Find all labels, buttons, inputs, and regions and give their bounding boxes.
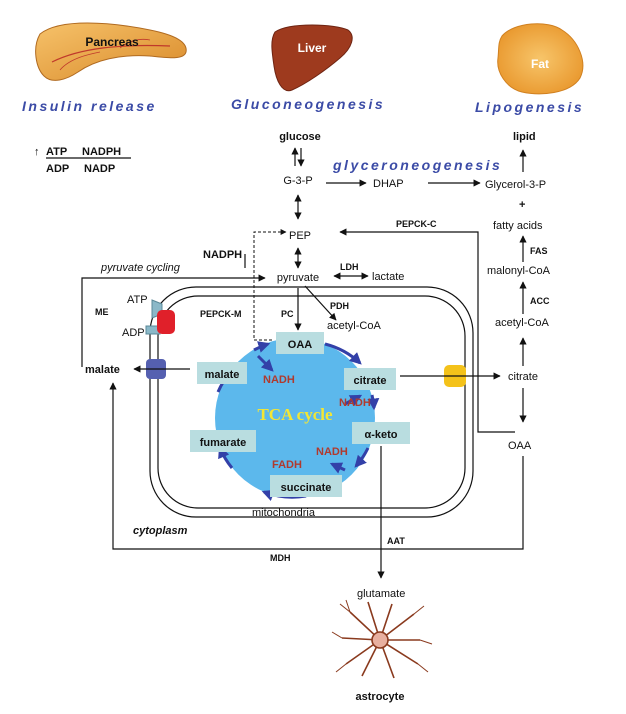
citrate-cyto-label: citrate	[508, 371, 538, 383]
me-label: ME	[95, 307, 109, 317]
fat-label: Fat	[531, 57, 549, 71]
pepck-c-label: PEPCK-C	[396, 219, 437, 229]
gluconeogenesis-title: Gluconeogenesis	[231, 96, 385, 112]
malonyl-coa-label: malonyl-CoA	[487, 265, 551, 277]
tca-alpha-keto: α-keto	[364, 429, 397, 441]
acc-label: ACC	[530, 296, 550, 306]
astrocyte-label: astrocyte	[356, 691, 405, 703]
cytoplasm-label: cytoplasm	[133, 525, 188, 537]
tca-malate-box	[197, 362, 247, 384]
mdh-label: MDH	[270, 553, 291, 563]
tca-cycle-title: TCA cycle	[257, 405, 333, 424]
tca-oaa: OAA	[288, 339, 313, 351]
tca-nadh-1: NADH	[263, 374, 295, 386]
dhap-label: DHAP	[373, 178, 404, 190]
tca-fumarate-box	[190, 430, 256, 452]
adp-label: ADP	[122, 327, 145, 339]
pancreas-label: Pancreas	[85, 35, 139, 49]
pepck-m-label: PEPCK-M	[200, 309, 242, 319]
lipid-label: lipid	[513, 131, 536, 143]
atp-adp-carrier	[157, 310, 175, 334]
fatty-acids-label: fatty acids	[493, 220, 543, 232]
oaa-cyto-label: OAA	[508, 440, 532, 452]
ratio-adp: ADP	[46, 163, 69, 175]
pyruvate-cycling-label: pyruvate cycling	[100, 262, 181, 274]
liver-label: Liver	[298, 41, 327, 55]
aat-label: AAT	[387, 536, 405, 546]
glutamate-label: glutamate	[357, 588, 405, 600]
lipogenesis-title: Lipogenesis	[475, 99, 584, 115]
liver-illustration: Liver	[271, 24, 353, 92]
insulin-release-title: Insulin release	[22, 98, 157, 114]
pepck-m-path	[253, 229, 287, 341]
lactate-label: lactate	[372, 271, 404, 283]
glyceroneogenesis-title: glyceroneogenesis	[332, 157, 502, 173]
ratio-nadph: NADPH	[82, 146, 121, 158]
tca-citrate: citrate	[353, 375, 386, 387]
mitochondria-label: mitochondria	[252, 507, 316, 519]
fat-illustration: Fat	[497, 23, 584, 95]
nadph-label: NADPH	[203, 249, 242, 261]
tca-fadh: FADH	[272, 459, 302, 471]
pc-label: PC	[281, 309, 294, 319]
plus-sign: +	[519, 199, 525, 211]
fas-label: FAS	[530, 246, 548, 256]
atp-label: ATP	[127, 294, 148, 306]
astrocyte-illustration	[331, 599, 433, 679]
malate-cyto-label: malate	[85, 364, 120, 376]
glucose-label: glucose	[279, 131, 321, 143]
ratio-atp: ATP	[46, 146, 67, 158]
pep-label: PEP	[289, 230, 311, 242]
ratio-up-arrow: ↑	[34, 146, 40, 158]
tca-nadh-2: NADH	[339, 397, 371, 409]
ratio-nadp: NADP	[84, 163, 115, 175]
tca-nadh-3: NADH	[316, 446, 348, 458]
tca-oaa-box	[276, 332, 324, 354]
tca-citrate-box	[344, 368, 396, 390]
tca-fumarate: fumarate	[200, 437, 246, 449]
pyruvate-label: pyruvate	[277, 272, 319, 284]
mitochondria-inner-membrane	[157, 295, 466, 509]
ldh-label: LDH	[340, 262, 359, 272]
adp-import-arrow	[145, 325, 161, 335]
tca-succinate: succinate	[281, 482, 332, 494]
tca-cycle-circle	[215, 338, 375, 498]
pancreas-illustration: Pancreas	[35, 22, 187, 81]
mitochondria-outer-membrane	[149, 286, 474, 518]
g3p-label: G-3-P	[283, 175, 312, 187]
atp-nadph-ratio: ↑ ATP NADPH ADP NADP	[34, 146, 131, 175]
tca-succinate-box	[270, 475, 342, 497]
tca-malate: malate	[205, 369, 240, 381]
pdh-label: PDH	[330, 301, 349, 311]
acetyl-coa-mito-label: acetyl-CoA	[327, 320, 381, 332]
tca-alpha-keto-box	[352, 422, 410, 444]
acetyl-coa-cyto-label: acetyl-CoA	[495, 317, 549, 329]
glycerol-3-p-label: Glycerol-3-P	[485, 179, 546, 191]
